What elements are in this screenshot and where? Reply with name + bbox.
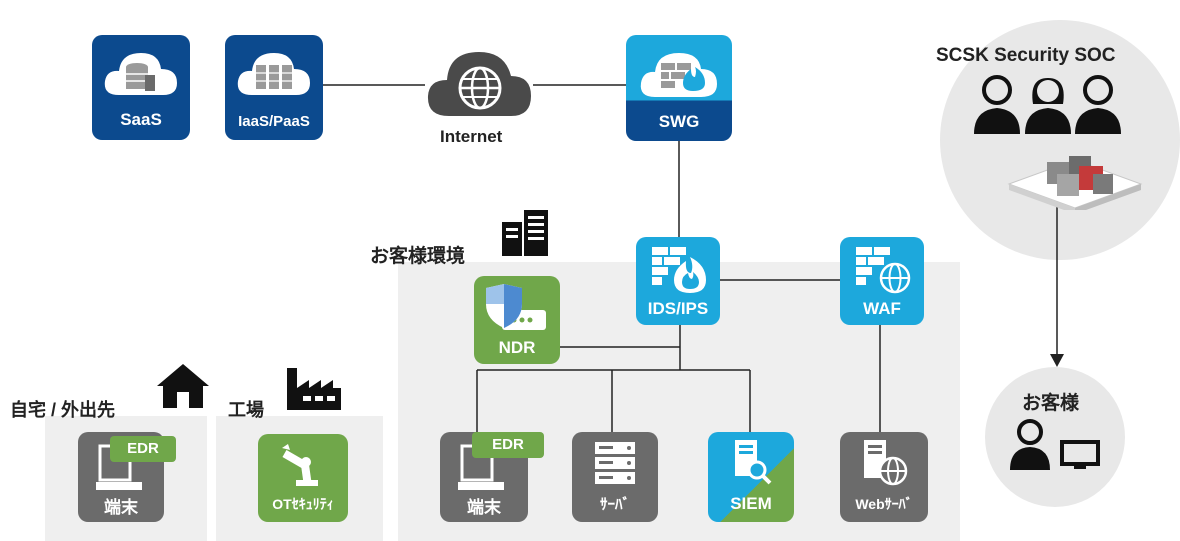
server-search-icon [735,440,772,485]
soc-operators-icon [974,75,1121,134]
firewall-globe-icon [856,247,911,294]
env-edr-label: EDR [492,436,524,453]
iaas-paas-label: IaaS/PaaS [238,113,310,130]
ot-security-tile: OTｾｷｭﾘﾃｨ [258,434,348,522]
swg-tile: SWG [626,35,732,141]
home-outside-label: 自宅 / 外出先 [10,400,116,420]
firewall-cloud-icon [640,53,717,97]
saas-tile: SaaS [92,35,190,140]
home-terminal-label: 端末 [104,498,138,517]
server-label: ｻｰﾊﾞ [599,496,630,513]
office-building-icon [502,210,548,256]
internet-label: Internet [440,127,503,146]
soc-circle [940,20,1180,260]
customer-label: お客様 [1022,393,1080,414]
factory-label: 工場 [228,400,264,420]
waf-label: WAF [863,299,901,318]
home-edr-badge: EDR [110,436,176,462]
cloud-server-icon [237,53,310,95]
web-server-tile: Webｻｰﾊﾞ [840,432,928,522]
saas-label: SaaS [120,110,162,129]
ids-ips-tile: IDS/IPS [636,237,720,325]
cloud-database-icon [104,53,177,95]
security-cubes-icon [1007,156,1143,210]
customer-circle [985,367,1125,507]
shield-network-icon [486,284,546,330]
house-icon [157,364,209,408]
swg-label: SWG [658,112,700,131]
customer-pc-icon [1010,419,1100,470]
factory-icon [287,368,341,410]
server-rack-icon [595,442,635,484]
ndr-tile: NDR [474,276,560,364]
waf-tile: WAF [840,237,924,325]
ndr-label: NDR [498,338,536,357]
ot-security-label: OTｾｷｭﾘﾃｨ [272,496,334,512]
firewall-fire-icon [652,247,706,293]
robot-arm-icon [282,444,318,486]
server-tile: ｻｰﾊﾞ [572,432,658,522]
siem-label: SIEM [730,494,772,513]
soc-title: SCSK Security SOC [936,45,1116,66]
env-terminal-label: 端末 [467,498,501,517]
env-edr-badge: EDR [472,432,544,458]
web-server-label: Webｻｰﾊﾞ [855,496,913,512]
customer-environment-label: お客様環境 [370,246,466,267]
ids-ips-label: IDS/IPS [647,299,709,318]
home-edr-label: EDR [127,440,159,457]
siem-tile: SIEM [708,432,794,522]
internet-cloud-icon [427,52,531,116]
iaas-paas-tile: IaaS/PaaS [225,35,323,140]
server-globe-icon [864,440,908,486]
